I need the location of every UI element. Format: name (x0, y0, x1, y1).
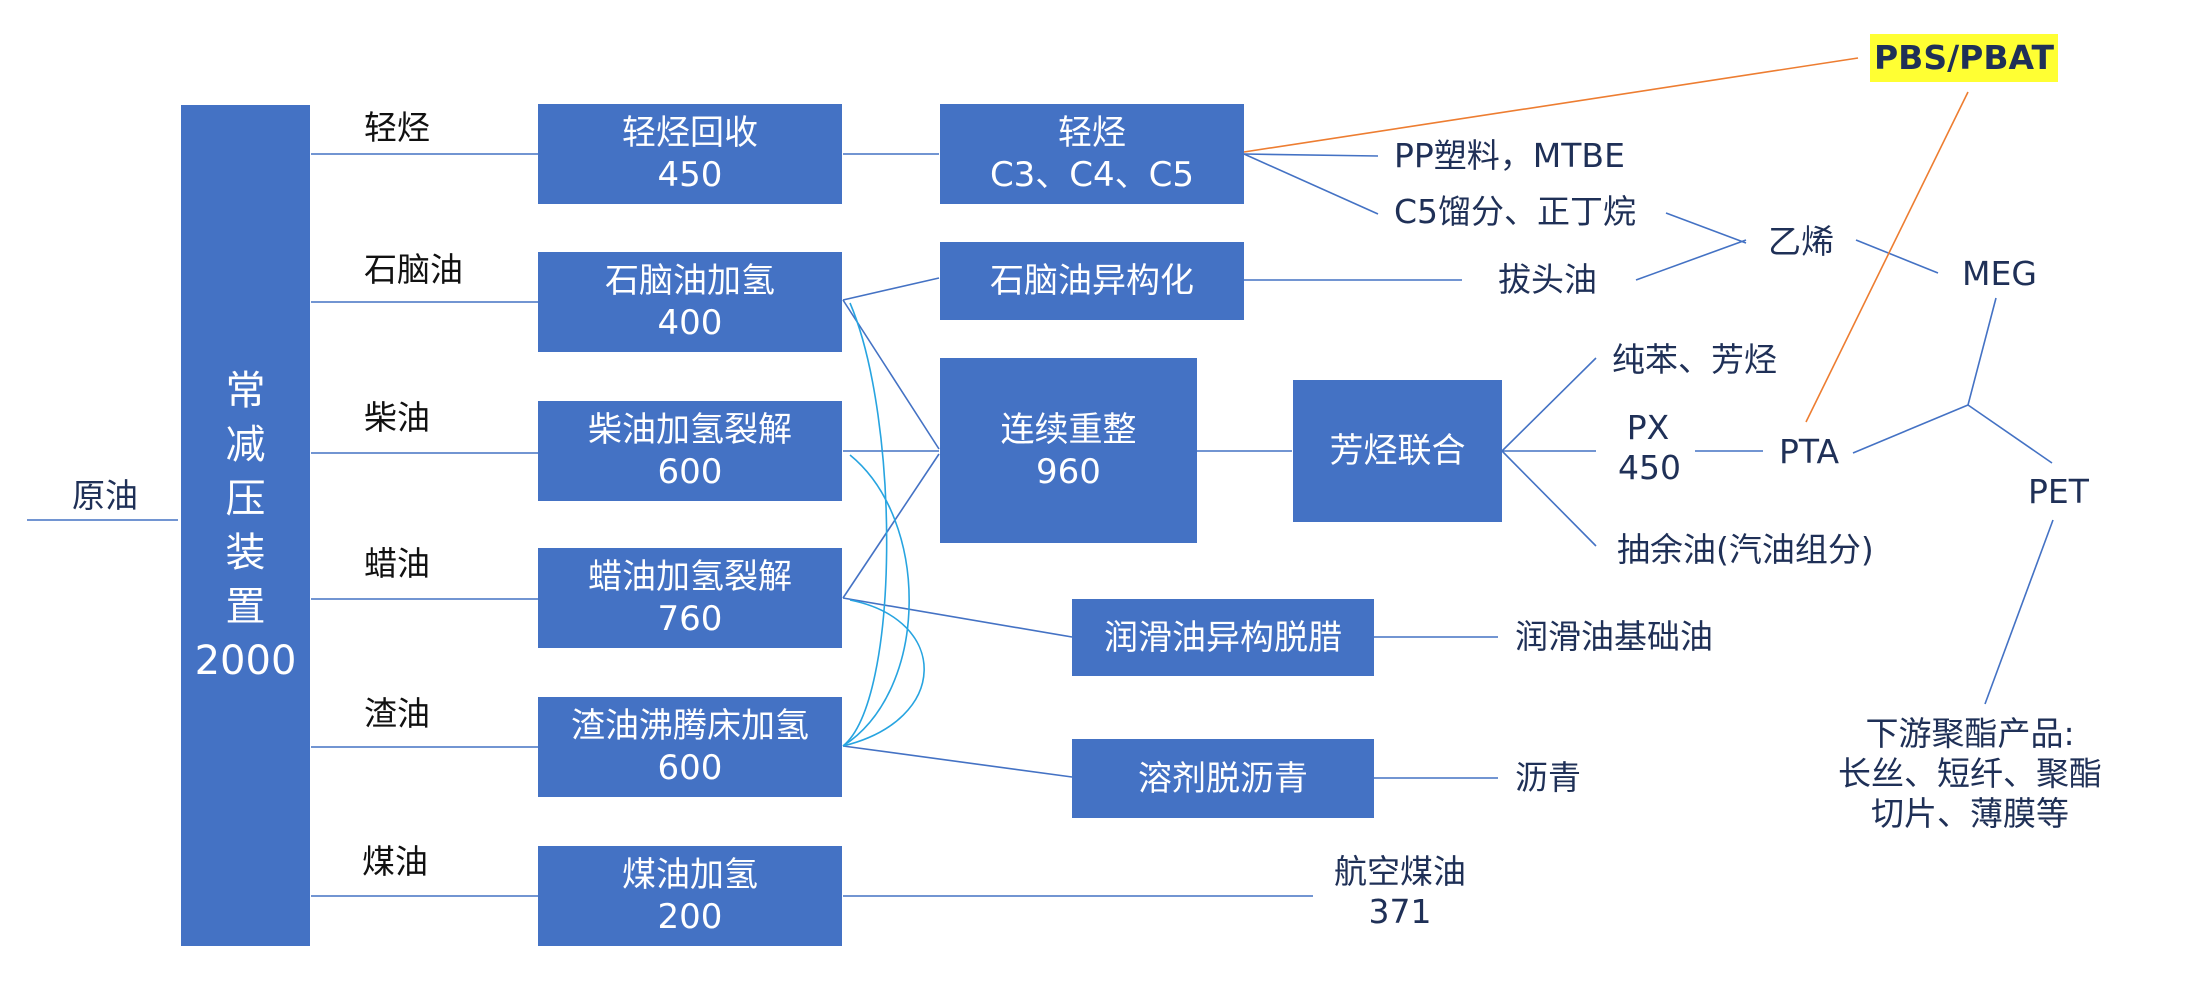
recycle-residue-to-wax-hc (842, 599, 925, 747)
product-meg: MEG (1962, 254, 2037, 293)
cdu-line: 置 (225, 583, 266, 630)
arrow-light-hc-to-pbs (1243, 57, 1859, 153)
arrow-aromatics-to-raffinate (1501, 450, 1597, 547)
product-raffinate: 抽余油(汽油组分) (1617, 530, 1874, 569)
recycle-residue-to-naphtha-hydro (842, 302, 888, 747)
unit-name: 石脑油加氢 (605, 261, 775, 301)
unit-capacity: 600 (657, 748, 723, 788)
cdu-line: 减 (225, 421, 266, 468)
cdu-line: 压 (225, 475, 266, 522)
crude-oil-label: 原油 (72, 476, 138, 515)
unit-name: 连续重整 (1000, 409, 1137, 450)
stream-label-wax: 蜡油 (364, 544, 430, 583)
arrow-pet-to-downstream (1984, 519, 2054, 705)
product-downstream-polyester: 下游聚酯产品: 长丝、短纤、聚酯 切片、薄膜等 (1820, 714, 2120, 834)
arrow-aromatics-to-benzene (1501, 357, 1597, 452)
product-ethylene: 乙烯 (1768, 222, 1834, 261)
stream-label-residue: 渣油 (364, 694, 430, 733)
arrow-c5-to-ethylene (1665, 212, 1747, 244)
cdu-line: 装 (225, 529, 266, 576)
unit-name: 轻烃 (1058, 113, 1126, 153)
line-pta-to-junction (1852, 404, 1969, 454)
unit-lube-isodewaxing[interactable]: 润滑油异构脱腊 (1072, 599, 1374, 676)
arrow-topping-to-ethylene (1635, 239, 1747, 281)
unit-capacity: 450 (657, 155, 723, 195)
product-px-capacity: 450 (1618, 448, 1681, 487)
stream-label-diesel: 柴油 (364, 398, 430, 437)
unit-residue-ebullated-bed[interactable]: 渣油沸腾床加氢 600 (538, 697, 842, 797)
arrow-ethylene-to-meg (1855, 239, 1939, 274)
unit-capacity: 960 (1036, 451, 1101, 492)
unit-name: 溶剂脱沥青 (1138, 758, 1308, 799)
unit-capacity: 200 (657, 897, 723, 937)
unit-name: 渣油沸腾床加氢 (571, 706, 809, 746)
unit-capacity: 760 (657, 599, 723, 639)
product-pbs-pbat: PBS/PBAT (1870, 34, 2058, 82)
unit-name: 石脑油异构化 (990, 261, 1194, 301)
unit-name: 煤油加氢 (622, 855, 758, 895)
product-lube-base-oil: 润滑油基础油 (1515, 617, 1713, 656)
stream-label-kerosene: 煤油 (362, 842, 428, 881)
unit-naphtha-isomerization[interactable]: 石脑油异构化 (940, 242, 1244, 320)
unit-naphtha-hydrotreating[interactable]: 石脑油加氢 400 (538, 252, 842, 352)
unit-kerosene-hydrotreating[interactable]: 煤油加氢 200 (538, 846, 842, 946)
unit-light-hydrocarbons[interactable]: 轻烃 C3、C4、C5 (940, 104, 1244, 204)
product-pp-mtbe: PP塑料，MTBE (1394, 136, 1625, 175)
product-topping-oil: 拔头油 (1498, 260, 1597, 299)
arrow-wax-hc-to-ccr (842, 453, 940, 599)
arrow-wax-hc-to-lube (842, 597, 1073, 638)
stream-label-light: 轻烃 (364, 108, 430, 147)
arrow-light-hc-to-c5 (1243, 153, 1379, 215)
product-pet: PET (2028, 472, 2089, 511)
downstream-line: 长丝、短纤、聚酯 (1838, 754, 2102, 793)
product-c5-butane: C5馏分、正丁烷 (1394, 192, 1637, 231)
recycle-residue-to-diesel-hc (842, 454, 910, 747)
unit-name: 蜡油加氢裂解 (588, 557, 792, 597)
stream-label-naphtha: 石脑油 (364, 250, 463, 289)
unit-diesel-hydrocracking[interactable]: 柴油加氢裂解 600 (538, 401, 842, 501)
unit-continuous-reforming[interactable]: 连续重整 960 (940, 358, 1197, 543)
unit-capacity: 400 (657, 303, 723, 343)
unit-name: 柴油加氢裂解 (588, 410, 792, 450)
arrow-junction-to-pet (1967, 404, 2053, 464)
unit-light-recovery[interactable]: 轻烃回收 450 (538, 104, 842, 204)
arrow-residue-to-deasphalt (842, 745, 1073, 778)
product-jet-fuel: 航空煤油 371 (1325, 852, 1475, 932)
unit-name: 润滑油异构脱腊 (1104, 617, 1342, 658)
cdu-unit[interactable]: 常 减 压 装 置 2000 (181, 105, 310, 946)
unit-name: 轻烃回收 (622, 113, 758, 153)
product-px: PX 450 (1618, 408, 1681, 488)
unit-capacity: 600 (657, 452, 723, 492)
cdu-capacity: 2000 (194, 637, 297, 684)
unit-name: 芳烃联合 (1329, 431, 1466, 471)
product-pta: PTA (1779, 432, 1840, 471)
unit-solvent-deasphalting[interactable]: 溶剂脱沥青 (1072, 739, 1374, 818)
unit-wax-hydrocracking[interactable]: 蜡油加氢裂解 760 (538, 548, 842, 648)
unit-aromatics-complex[interactable]: 芳烃联合 (1293, 380, 1502, 522)
downstream-line: 下游聚酯产品: (1865, 714, 2075, 753)
line-meg-to-junction (1967, 297, 1997, 406)
unit-detail: C3、C4、C5 (989, 155, 1195, 195)
arrow-pta-to-pbs (1805, 91, 1969, 423)
arrow-light-hc-to-pp (1243, 153, 1379, 157)
product-px-name: PX (1626, 408, 1670, 447)
downstream-line: 切片、薄膜等 (1871, 794, 2069, 833)
product-benzene-aromatics: 纯苯、芳烃 (1612, 340, 1777, 379)
cdu-line: 常 (225, 367, 266, 414)
product-jet-fuel-capacity: 371 (1368, 892, 1432, 931)
product-jet-fuel-name: 航空煤油 (1334, 852, 1466, 891)
product-asphalt: 沥青 (1515, 758, 1581, 797)
arrow-naphtha-hydro-to-isom (842, 277, 940, 301)
